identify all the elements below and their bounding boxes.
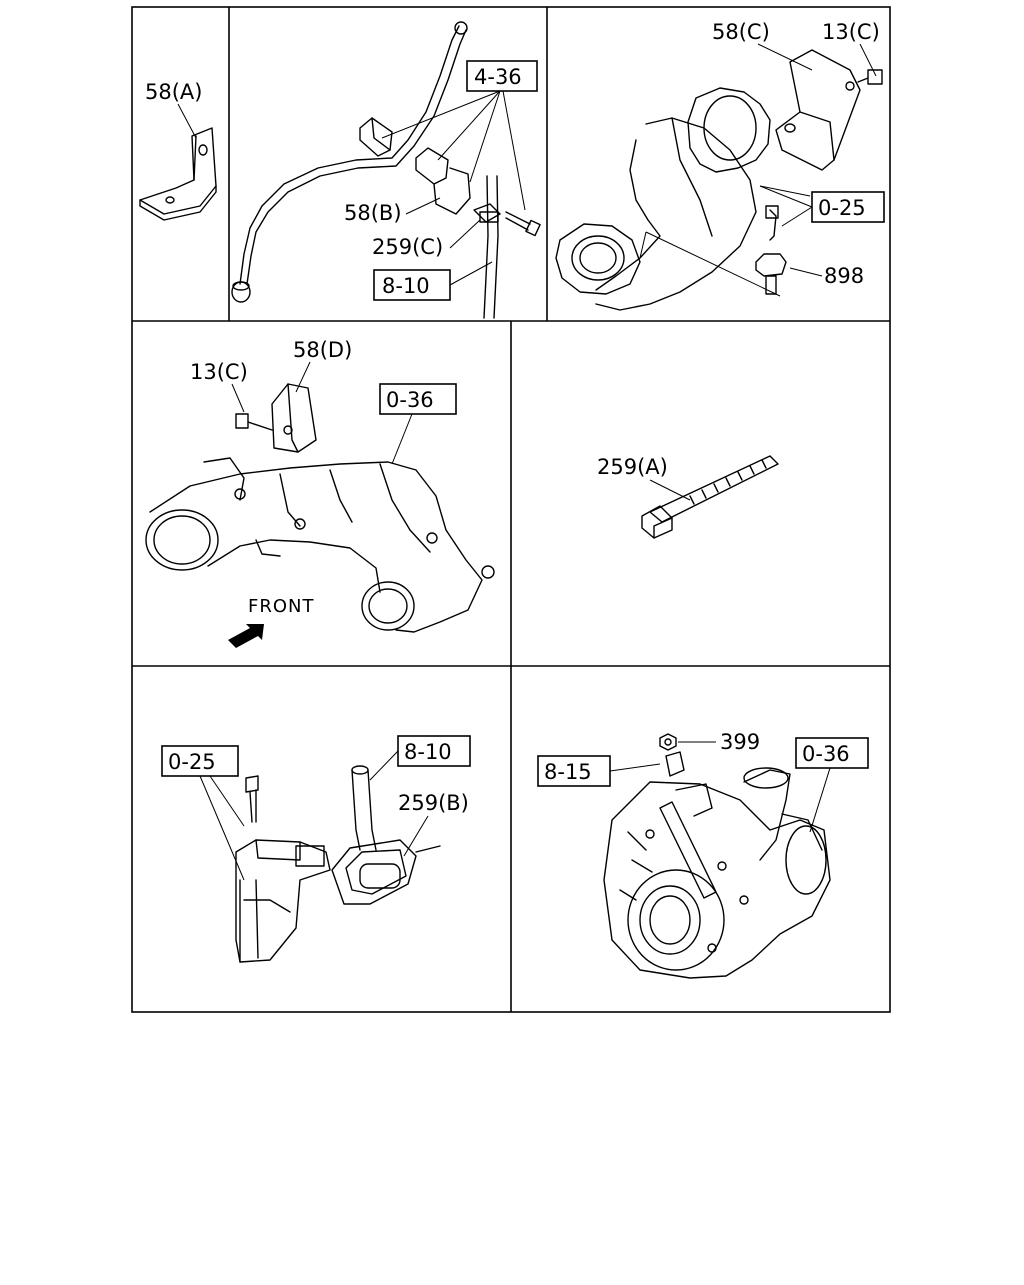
- callout-259c[interactable]: 259(C): [372, 235, 443, 259]
- intake-manifold-drawing: [145, 383, 495, 633]
- callout-259b[interactable]: 259(B): [398, 791, 469, 815]
- callout-58c[interactable]: 58(C): [712, 20, 770, 44]
- cable-tie-drawing: [641, 455, 779, 539]
- ref-box-0-25-low[interactable]: 0-25: [161, 745, 239, 777]
- panel-sensor-hose: 0-25 8-10 259(B): [161, 735, 471, 963]
- pipe-drawing: [231, 21, 541, 319]
- exhaust-pipe-drawing: [555, 49, 883, 311]
- panel-intake-manifold: 13(C) 58(D) 0-36 FRONT: [145, 338, 495, 648]
- callout-58d[interactable]: 58(D): [293, 338, 352, 362]
- ref-box-0-25-top[interactable]: 0-25: [811, 191, 885, 223]
- ref-0-25-low-label: 0-25: [168, 750, 216, 774]
- ref-box-4-36[interactable]: 4-36: [466, 60, 538, 92]
- ref-0-25-top-label: 0-25: [818, 196, 866, 220]
- callout-13c-mid[interactable]: 13(C): [190, 360, 248, 384]
- front-arrow-icon: [228, 624, 264, 648]
- callout-399[interactable]: 399: [720, 730, 760, 754]
- front-label: FRONT: [248, 596, 315, 617]
- callout-58b[interactable]: 58(B): [344, 201, 402, 225]
- callout-13c-top[interactable]: 13(C): [822, 20, 880, 44]
- diagram-frame: [131, 6, 891, 1013]
- ref-0-36-low-label: 0-36: [802, 742, 850, 766]
- ref-0-36-mid-label: 0-36: [386, 388, 434, 412]
- panel-pipe-assembly: 4-36 58(B) 259(C) 8-10: [231, 21, 541, 319]
- panel-exhaust-pipe: 58(C) 13(C) 0-25 898: [555, 20, 885, 311]
- ref-8-10-label: 8-10: [382, 274, 430, 298]
- callout-898[interactable]: 898: [824, 264, 864, 288]
- turbocharger-drawing: [603, 733, 831, 979]
- callout-259a[interactable]: 259(A): [597, 455, 668, 479]
- ref-box-8-15[interactable]: 8-15: [537, 755, 611, 787]
- ref-8-10-low-label: 8-10: [404, 740, 452, 764]
- panel-cable-tie: 259(A): [597, 455, 779, 539]
- ref-4-36-label: 4-36: [474, 65, 522, 89]
- ref-box-8-10[interactable]: 8-10: [373, 269, 451, 301]
- bracket-58a-drawing: [139, 127, 217, 221]
- ref-box-0-36-mid[interactable]: 0-36: [379, 383, 457, 415]
- ref-8-15-label: 8-15: [544, 760, 592, 784]
- panel-turbocharger: 399 8-15 0-36: [537, 730, 869, 979]
- ref-box-8-10-low[interactable]: 8-10: [397, 735, 471, 767]
- ref-box-0-36-low[interactable]: 0-36: [795, 737, 869, 769]
- sensor-drawing: [235, 765, 441, 963]
- panel-bracket-58a: 58(A): [139, 80, 217, 221]
- callout-58a[interactable]: 58(A): [145, 80, 202, 104]
